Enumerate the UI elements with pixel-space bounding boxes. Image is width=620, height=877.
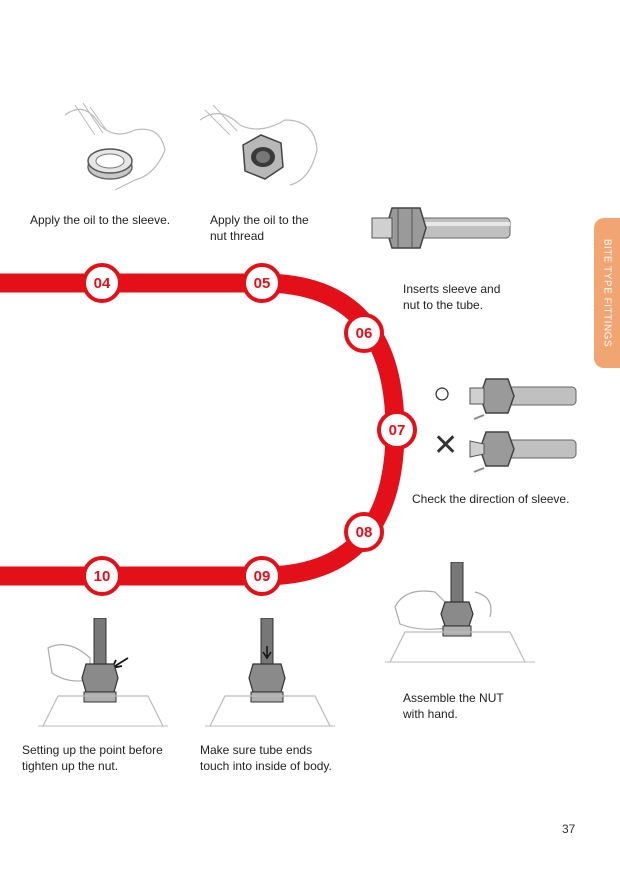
step-07-caption: Check the direction of sleeve. xyxy=(412,492,570,506)
step-badge-10: 10 xyxy=(82,556,122,596)
step-badge-04: 04 xyxy=(82,263,122,303)
step-06-caption: Inserts sleeve and nut to the tube. xyxy=(403,282,501,312)
illustration-assemble-nut xyxy=(385,562,535,663)
illustration-setting-point xyxy=(38,618,168,727)
section-tab-label: BITE TYPE FITTINGS xyxy=(601,238,613,348)
illustration-correct-direction xyxy=(469,378,577,420)
check-mark-correct: ○ xyxy=(433,377,452,410)
step-05-caption: Apply the oil to the nut thread xyxy=(210,213,309,243)
illustration-wrong-direction xyxy=(469,431,577,473)
step-badge-06: 06 xyxy=(344,313,384,353)
step-badge-08: 08 xyxy=(344,512,384,552)
step-badge-09: 09 xyxy=(242,556,282,596)
step-08-caption: Assemble the NUT with hand. xyxy=(403,691,504,721)
illustration-sleeve-nut-on-tube xyxy=(371,207,511,249)
illustration-tube-end-check xyxy=(205,618,335,727)
illustration-oil-sleeve xyxy=(64,102,166,191)
check-mark-wrong: ✕ xyxy=(433,429,459,462)
page-number: 37 xyxy=(562,822,576,836)
step-badge-05: 05 xyxy=(242,263,282,303)
step-04-caption: Apply the oil to the sleeve. xyxy=(30,213,171,227)
step-09-caption: Make sure tube ends touch into inside of… xyxy=(200,743,332,773)
step-10-caption: Setting up the point before tighten up t… xyxy=(22,743,163,773)
section-tab[interactable]: BITE TYPE FITTINGS xyxy=(594,218,620,368)
track-path xyxy=(0,273,405,586)
illustration-oil-nut xyxy=(199,104,318,186)
step-badge-07: 07 xyxy=(377,410,417,450)
